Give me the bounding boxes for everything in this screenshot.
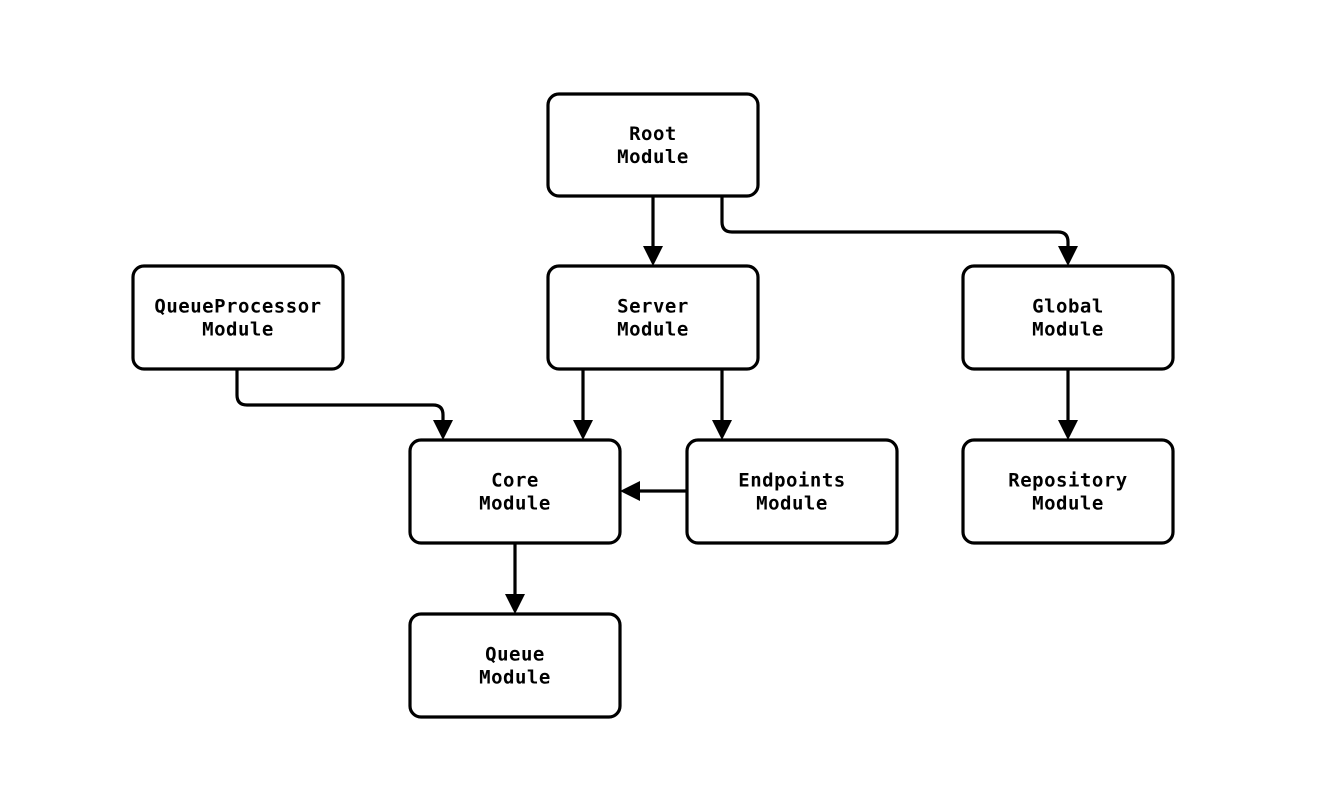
- queueprocessor-module-node-box[interactable]: [131, 264, 345, 371]
- edge-root-to-server: [643, 196, 663, 266]
- core-module-node-label-line2: Module: [479, 492, 551, 514]
- edges-layer: [235, 196, 1078, 614]
- global-module-node-label-line2: Module: [1032, 318, 1104, 340]
- edge-endpoints-to-core-arrowhead-icon: [620, 481, 640, 501]
- edge-server-to-core-arrowhead-icon: [573, 420, 593, 440]
- edge-endpoints-to-core: [620, 481, 687, 501]
- edge-root-to-server-arrowhead-icon: [643, 246, 663, 266]
- queueprocessor-module-node-label-line2: Module: [202, 318, 274, 340]
- edge-queueprocessor-to-core: [235, 369, 453, 440]
- queue-module-node-label-line2: Module: [479, 666, 551, 688]
- queueprocessor-module-node-label-line1: QueueProcessor: [154, 295, 321, 317]
- edge-core-to-queue-arrowhead-icon: [505, 594, 525, 614]
- edge-global-to-repository-arrowhead-icon: [1058, 420, 1078, 440]
- edge-queueprocessor-to-core-line: [235, 369, 445, 428]
- root-module-node-label-line2: Module: [617, 146, 689, 168]
- server-module-node-label-line2: Module: [617, 318, 689, 340]
- edge-root-to-global-arrowhead-icon: [1058, 246, 1078, 266]
- edge-server-to-endpoints-arrowhead-icon: [712, 420, 732, 440]
- queue-module-node-label-line1: Queue: [485, 643, 545, 665]
- edge-server-to-core: [573, 369, 593, 440]
- edge-server-to-endpoints: [712, 369, 732, 440]
- edge-core-to-queue: [505, 543, 525, 614]
- core-module-node-box[interactable]: [408, 438, 622, 545]
- global-module-node-box[interactable]: [961, 264, 1175, 371]
- server-module-node-box[interactable]: [546, 264, 760, 371]
- repository-module-node-label-line1: Repository: [1008, 469, 1127, 491]
- edge-queueprocessor-to-core-arrowhead-icon: [433, 420, 453, 440]
- server-module-node-label-line1: Server: [617, 295, 689, 317]
- endpoints-module-node-box[interactable]: [685, 438, 899, 545]
- edge-root-to-global-line: [720, 196, 1070, 254]
- edge-global-to-repository: [1058, 369, 1078, 440]
- root-module-node-label-line1: Root: [629, 123, 677, 145]
- core-module-node-label-line1: Core: [491, 469, 539, 491]
- root-module-node-box[interactable]: [546, 92, 760, 198]
- edge-root-to-global: [720, 196, 1078, 266]
- endpoints-module-node-label-line1: Endpoints: [738, 469, 845, 491]
- repository-module-node-label-line2: Module: [1032, 492, 1104, 514]
- queue-module-node-box[interactable]: [408, 612, 622, 719]
- repository-module-node-box[interactable]: [961, 438, 1175, 545]
- global-module-node-label-line1: Global: [1032, 295, 1104, 317]
- endpoints-module-node-label-line2: Module: [756, 492, 828, 514]
